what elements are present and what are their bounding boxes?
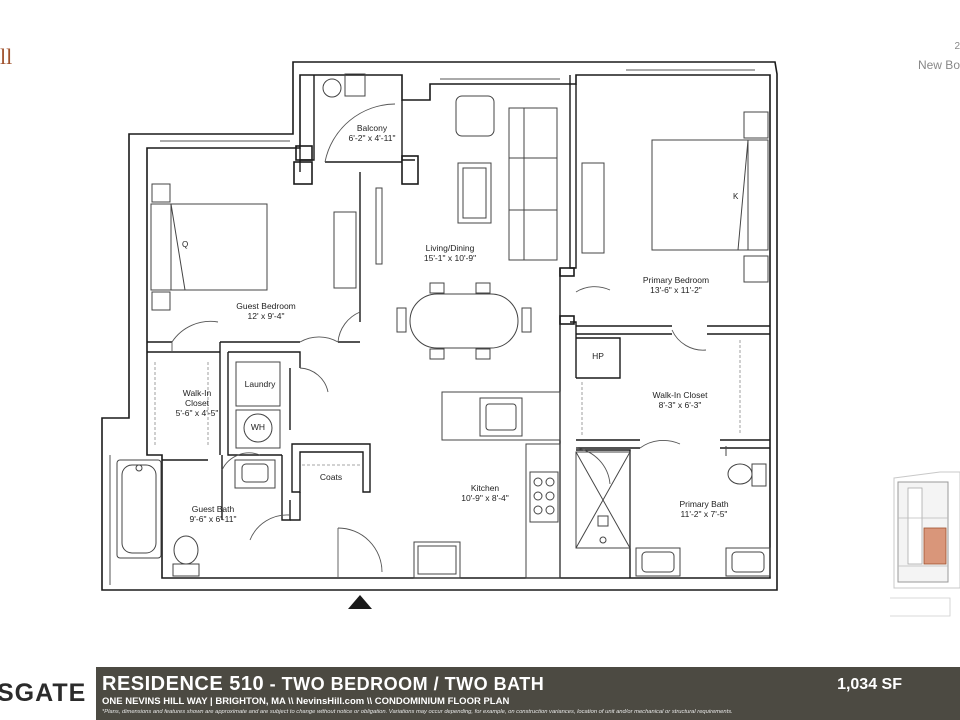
primary-bath-fixtures (575, 446, 771, 577)
closet-shelving (154, 340, 741, 466)
bed-size-primary: K (733, 192, 739, 201)
label-hp: HP (592, 351, 604, 361)
guest-bed (150, 183, 357, 311)
interior-walls (147, 75, 770, 578)
primary-bed (581, 111, 769, 283)
footer-band: RESIDENCE 510 - TWO BEDROOM / TWO BATH 1… (96, 667, 960, 720)
entry-arrow-icon (348, 595, 372, 609)
brand-wordmark: SGATE (0, 667, 96, 720)
door-swings (171, 103, 707, 578)
bed-size-guest: Q (182, 240, 189, 249)
unit-highlight (923, 527, 947, 565)
floor-plan (101, 61, 778, 609)
building-key-plan (890, 471, 960, 617)
label-laundry: Laundry (244, 379, 276, 389)
kitchen-fixtures (413, 391, 561, 579)
label-wh: WH (250, 422, 266, 432)
laundry-units (235, 361, 281, 449)
brand-logo-fragment: ll (0, 44, 13, 69)
structural-posts (293, 145, 575, 325)
residence-title: RESIDENCE 510 - TWO BEDROOM / TWO BATH (102, 673, 544, 696)
living-furniture (375, 95, 558, 360)
label-coats: Coats (319, 472, 343, 482)
header-location-fragment: New Bo (917, 58, 960, 72)
residence-number: RESIDENCE 510 (102, 673, 265, 695)
square-footage: 1,034 SF (837, 676, 902, 693)
balcony-furniture (322, 73, 366, 98)
address-line: ONE NEVINS HILL WAY | BRIGHTON, MA \\ Ne… (102, 696, 510, 707)
disclaimer: *Plans, dimensions and features shown ar… (102, 709, 733, 715)
header-fragment-top: 2 (954, 41, 960, 52)
residence-type: - TWO BEDROOM / TWO BATH (264, 674, 545, 694)
windows (109, 69, 755, 585)
guest-bath-fixtures (116, 459, 276, 577)
